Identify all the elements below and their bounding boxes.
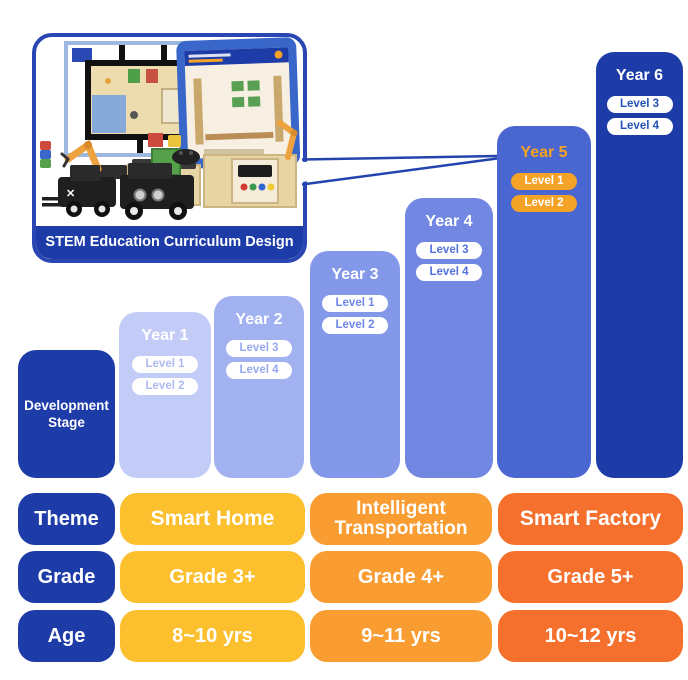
- age-8-10-cell: 8~10 yrs: [120, 610, 305, 662]
- year-3-level-1-pill: Level 1: [322, 295, 388, 312]
- year-2-bar: Year 2 Level 3 Level 4: [214, 296, 304, 478]
- age-10-12-cell: 10~12 yrs: [498, 610, 683, 662]
- year-4-title: Year 4: [425, 213, 473, 230]
- svg-text:✕: ✕: [66, 188, 75, 200]
- product-photo-illustration: ✕: [40, 37, 301, 220]
- theme-smart-home-cell: Smart Home: [120, 493, 305, 545]
- toy-trucks-illustration: ✕: [42, 163, 194, 220]
- year-2-level-4-pill: Level 4: [226, 362, 292, 379]
- year-4-bar: Year 4 Level 3 Level 4: [405, 198, 493, 478]
- year-6-title: Year 6: [615, 67, 664, 84]
- year-5-bar: Year 5 Level 1 Level 2: [497, 126, 591, 478]
- year-2-level-3-pill: Level 3: [226, 340, 292, 357]
- year-2-title: Year 2: [235, 311, 283, 328]
- theme-smart-factory-cell: Smart Factory: [498, 493, 683, 545]
- development-stage-bar: Development Stage: [18, 350, 115, 478]
- grade-3-cell: Grade 3+: [120, 551, 305, 603]
- grade-4-cell: Grade 4+: [310, 551, 492, 603]
- year-1-bar: Year 1 Level 1 Level 2: [119, 312, 211, 478]
- year-4-level-3-pill: Level 3: [416, 242, 482, 259]
- year-1-title: Year 1: [141, 327, 189, 344]
- grade-5-cell: Grade 5+: [498, 551, 683, 603]
- theme-row-label: Theme: [18, 493, 115, 545]
- year-6-level-4-pill: Level 4: [606, 118, 673, 135]
- development-stage-label: Development Stage: [24, 398, 109, 430]
- product-photo-card: ✕ STEM Education Curriculum Design: [32, 33, 307, 263]
- display-board-illustration: [176, 37, 301, 169]
- grade-row-label: Grade: [18, 551, 115, 603]
- age-9-11-cell: 9~11 yrs: [310, 610, 492, 662]
- year-3-bar: Year 3 Level 1 Level 2: [310, 251, 400, 478]
- year-5-level-2-pill: Level 2: [511, 195, 577, 212]
- year-5-level-1-pill: Level 1: [511, 173, 577, 190]
- year-4-level-4-pill: Level 4: [416, 264, 482, 281]
- year-6-bar: Year 6 Level 3 Level 4: [596, 52, 683, 478]
- year-6-level-3-pill: Level 3: [606, 96, 673, 113]
- year-1-level-1-pill: Level 1: [132, 356, 198, 373]
- age-row-label: Age: [18, 610, 115, 662]
- year-5-title: Year 5: [520, 144, 568, 161]
- year-3-level-2-pill: Level 2: [322, 317, 388, 334]
- year-1-level-2-pill: Level 2: [132, 378, 198, 395]
- theme-intelligent-transportation-cell: Intelligent Transportation: [310, 493, 492, 545]
- year-3-title: Year 3: [331, 266, 379, 283]
- photo-caption: STEM Education Curriculum Design: [36, 226, 303, 259]
